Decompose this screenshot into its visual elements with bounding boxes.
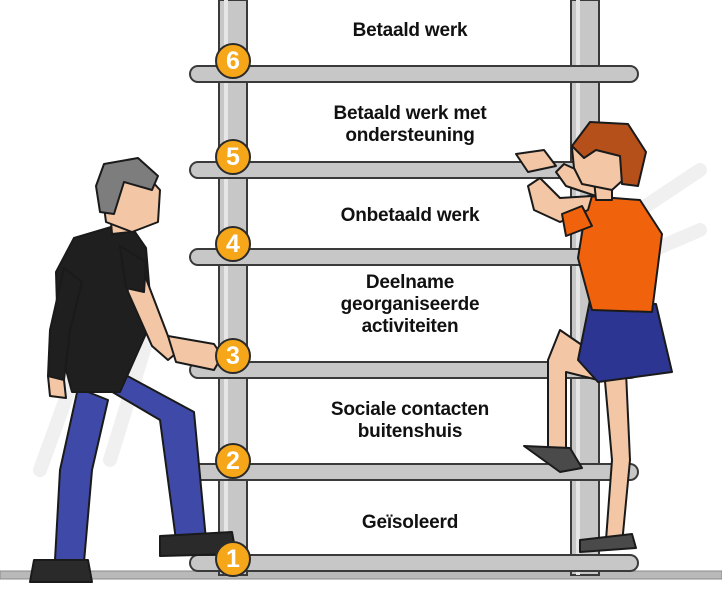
step-badge-3: 3 [215,338,251,374]
step-badge-6: 6 [215,43,251,79]
rung-label-2: Sociale contacten buitenshuis [330,399,490,442]
rung-label-3: Deelname georganiseerde activiteiten [340,272,480,337]
rung-label-6: Betaald werk [352,20,468,41]
step-badge-1: 1 [215,541,251,577]
rung-label-1: Geïsoleerd [361,512,459,533]
rung-label-5: Betaald werk met ondersteuning [333,103,487,146]
ladder-rung-1 [189,554,639,572]
ladder-rail-left [218,0,248,576]
rung-label-4: Onbetaald werk [340,205,480,226]
ground-line [0,570,722,580]
woman-figure [515,121,673,553]
ladder-rung-4 [189,248,639,266]
ladder-rung-6 [189,65,639,83]
step-badge-4: 4 [215,226,251,262]
step-badge-2: 2 [215,443,251,479]
step-badge-5: 5 [215,139,251,175]
